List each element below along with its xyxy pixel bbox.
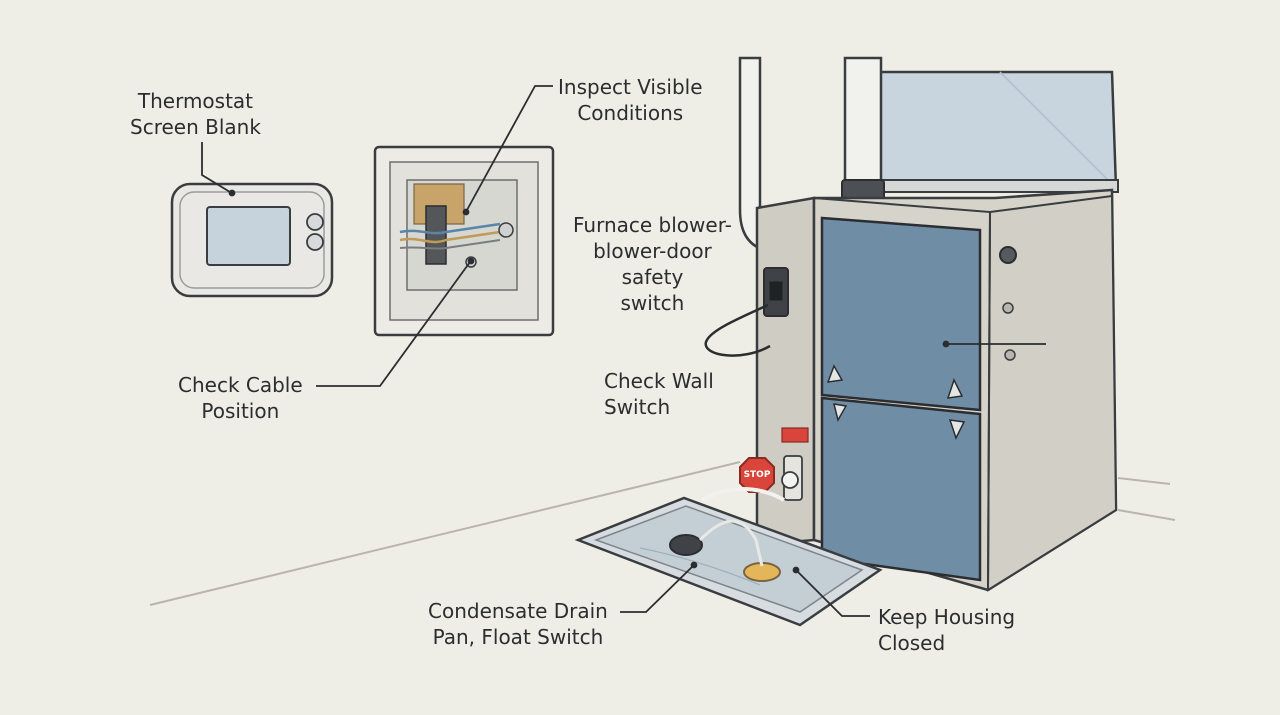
label-furnace-switch: Furnace blower- blower-door safety switc…: [573, 212, 732, 316]
warning-label-icon: [781, 427, 809, 443]
label-furnace-switch-line3: safety: [621, 265, 684, 289]
label-check-wall-line1: Check Wall: [604, 369, 714, 393]
floor-line: [149, 461, 741, 606]
label-check-wall: Check Wall Switch: [604, 368, 714, 420]
float-plug-icon: [669, 534, 703, 556]
sight-glass-icon: [999, 246, 1017, 264]
thermostat-screen: [206, 206, 291, 266]
label-furnace-switch-line1: Furnace blower-: [573, 213, 732, 237]
supply-duct: [867, 70, 1119, 193]
label-thermostat-line2: Screen Blank: [130, 115, 261, 139]
leader-inspect: [466, 85, 553, 211]
label-furnace-switch-line4: switch: [620, 291, 685, 315]
down-button-icon: [306, 233, 324, 251]
up-button-icon: [306, 213, 324, 231]
label-check-cable-line2: Position: [201, 399, 280, 423]
terminal-block: [425, 205, 447, 265]
label-keep-closed-line1: Keep Housing: [878, 605, 1016, 629]
floor-line-right: [1117, 477, 1176, 521]
furnace-lower-panel: [820, 396, 982, 582]
label-drain-pan-line2: Pan, Float Switch: [432, 625, 604, 649]
label-inspect-line2: Conditions: [577, 101, 684, 125]
label-thermostat-line1: Thermostat: [137, 89, 254, 113]
leader-drain: [620, 564, 695, 613]
vent-pipe: [841, 56, 885, 201]
leader-thermostat: [201, 142, 231, 193]
thermostat: [170, 182, 334, 298]
leader-lines: [201, 85, 1046, 617]
label-furnace-switch-line2: blower-door: [593, 239, 712, 263]
stop-sign-text: STOP: [743, 470, 771, 480]
wall-junction-box: [373, 145, 555, 337]
label-inspect-line1: Inspect Visible: [558, 75, 703, 99]
label-check-cable: Check Cable Position: [178, 372, 303, 424]
label-keep-closed: Keep Housing Closed: [878, 604, 1015, 656]
leader-cable: [316, 261, 471, 387]
label-drain-pan-line1: Condensate Drain: [428, 599, 608, 623]
label-inspect: Inspect Visible Conditions: [558, 74, 703, 126]
furnace-upper-panel: [820, 216, 982, 412]
condensate-drain-pan: [574, 487, 883, 627]
label-drain-pan: Condensate Drain Pan, Float Switch: [428, 598, 608, 650]
leader-housing: [795, 569, 870, 617]
label-thermostat: Thermostat Screen Blank: [130, 88, 261, 140]
label-check-cable-line1: Check Cable: [178, 373, 303, 397]
label-check-wall-line2: Switch: [604, 395, 671, 419]
label-keep-closed-line2: Closed: [878, 631, 946, 655]
